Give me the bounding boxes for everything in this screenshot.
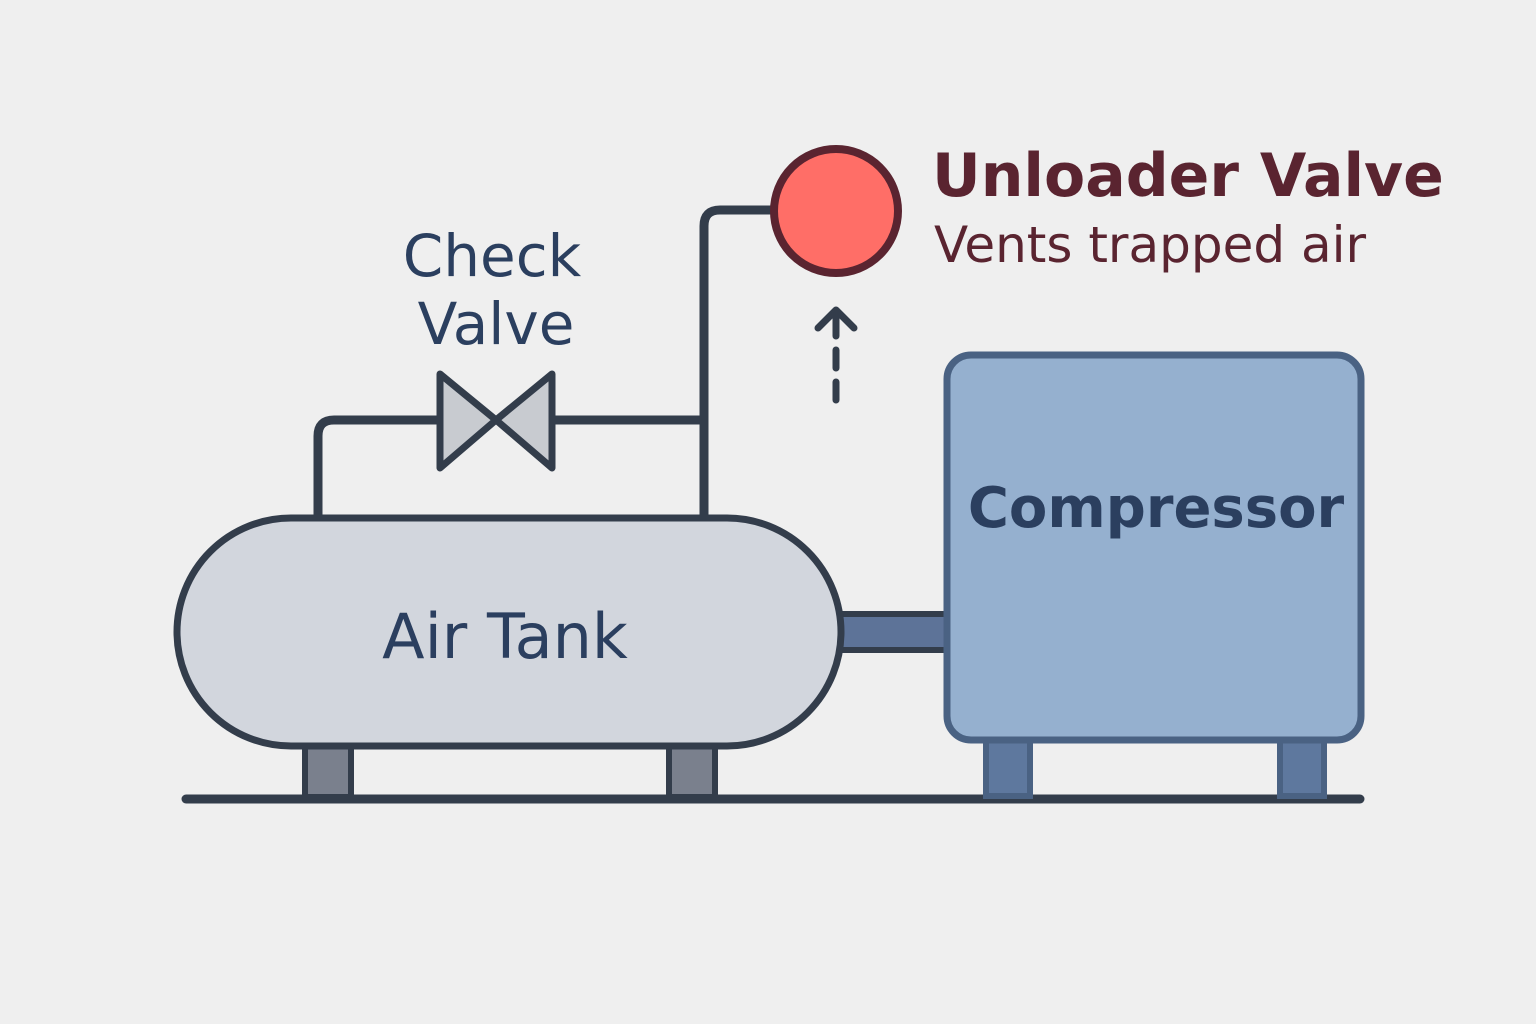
unloader-valve-subtitle: Vents trapped air <box>934 216 1367 274</box>
dashed-up-arrow-icon <box>814 306 858 412</box>
unloader-valve-title: Unloader Valve <box>932 141 1444 211</box>
check-valve-label-line2: Valve <box>418 290 575 358</box>
bowtie-valve-icon <box>436 370 556 472</box>
air-tank <box>173 514 845 750</box>
tank-leg-right <box>666 742 718 800</box>
air-tank-label: Air Tank <box>382 600 628 673</box>
tank-leg-left <box>302 742 354 800</box>
connector-pipe <box>833 611 953 653</box>
check-valve-label-line1: Check <box>403 222 582 290</box>
check-valve-pipe <box>313 415 700 516</box>
compressor-leg-left <box>983 735 1033 799</box>
compressor-legs <box>983 735 1327 799</box>
compressor-label: Compressor <box>968 476 1345 541</box>
air-tank-legs <box>302 742 718 800</box>
circle-valve-icon <box>770 145 902 277</box>
compressor-leg-right <box>1277 735 1327 799</box>
unloader-pipe <box>699 205 776 516</box>
compressor <box>943 351 1365 744</box>
